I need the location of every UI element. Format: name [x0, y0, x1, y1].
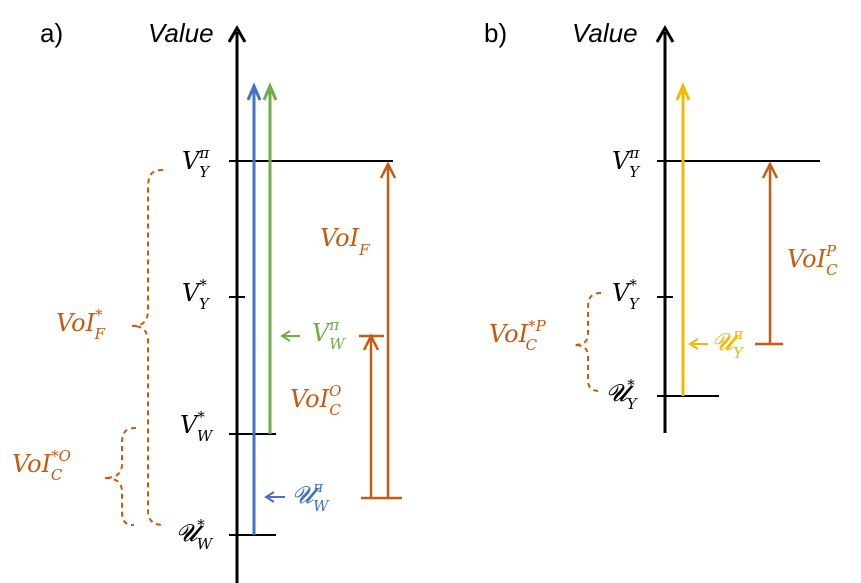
panel-a-uw-star-label: 𝓤*W	[176, 516, 214, 553]
panel-b-uy-star-label: 𝓤*Y	[606, 376, 639, 413]
panel-b-voi-c-star-p-brace	[573, 292, 602, 392]
panel-a-label: a)	[40, 18, 63, 48]
panel-a-voi-f-star-brace	[131, 169, 166, 526]
panel-a-axis-arrowhead	[227, 24, 247, 43]
panel-a-voi-f-star-label: VoI*F	[56, 306, 106, 343]
panel-a-voi-f-arrowhead	[379, 161, 397, 179]
panel-b-vy-star-label: V*Y	[612, 276, 641, 313]
panel-a-vw-star-label: V*W	[180, 408, 214, 445]
panel-b-axis-title: Value	[572, 18, 638, 48]
panel-a-blue-arrowhead	[246, 82, 262, 101]
panel-a-green-arrowhead	[262, 82, 278, 101]
panel-b-voi-c-p-arrowhead	[761, 161, 779, 179]
panel-a-voi-f-label: VoIF	[320, 224, 370, 259]
panel-a: a) Value	[12, 18, 402, 583]
panel-a-vy-star-label: V*Y	[182, 276, 211, 313]
panel-b-yellow-pointer-head	[688, 338, 699, 350]
panel-a-axis-title: Value	[148, 18, 214, 48]
panel-a-voi-c-star-o-brace	[103, 427, 137, 526]
panel-b-yellow-arrowhead	[675, 82, 691, 101]
panel-b-axis-arrowhead	[655, 24, 675, 43]
panel-b-label: b)	[484, 18, 507, 48]
panel-a-blue-pointer-head	[264, 491, 275, 503]
panel-a-green-pointer-head	[280, 330, 291, 342]
